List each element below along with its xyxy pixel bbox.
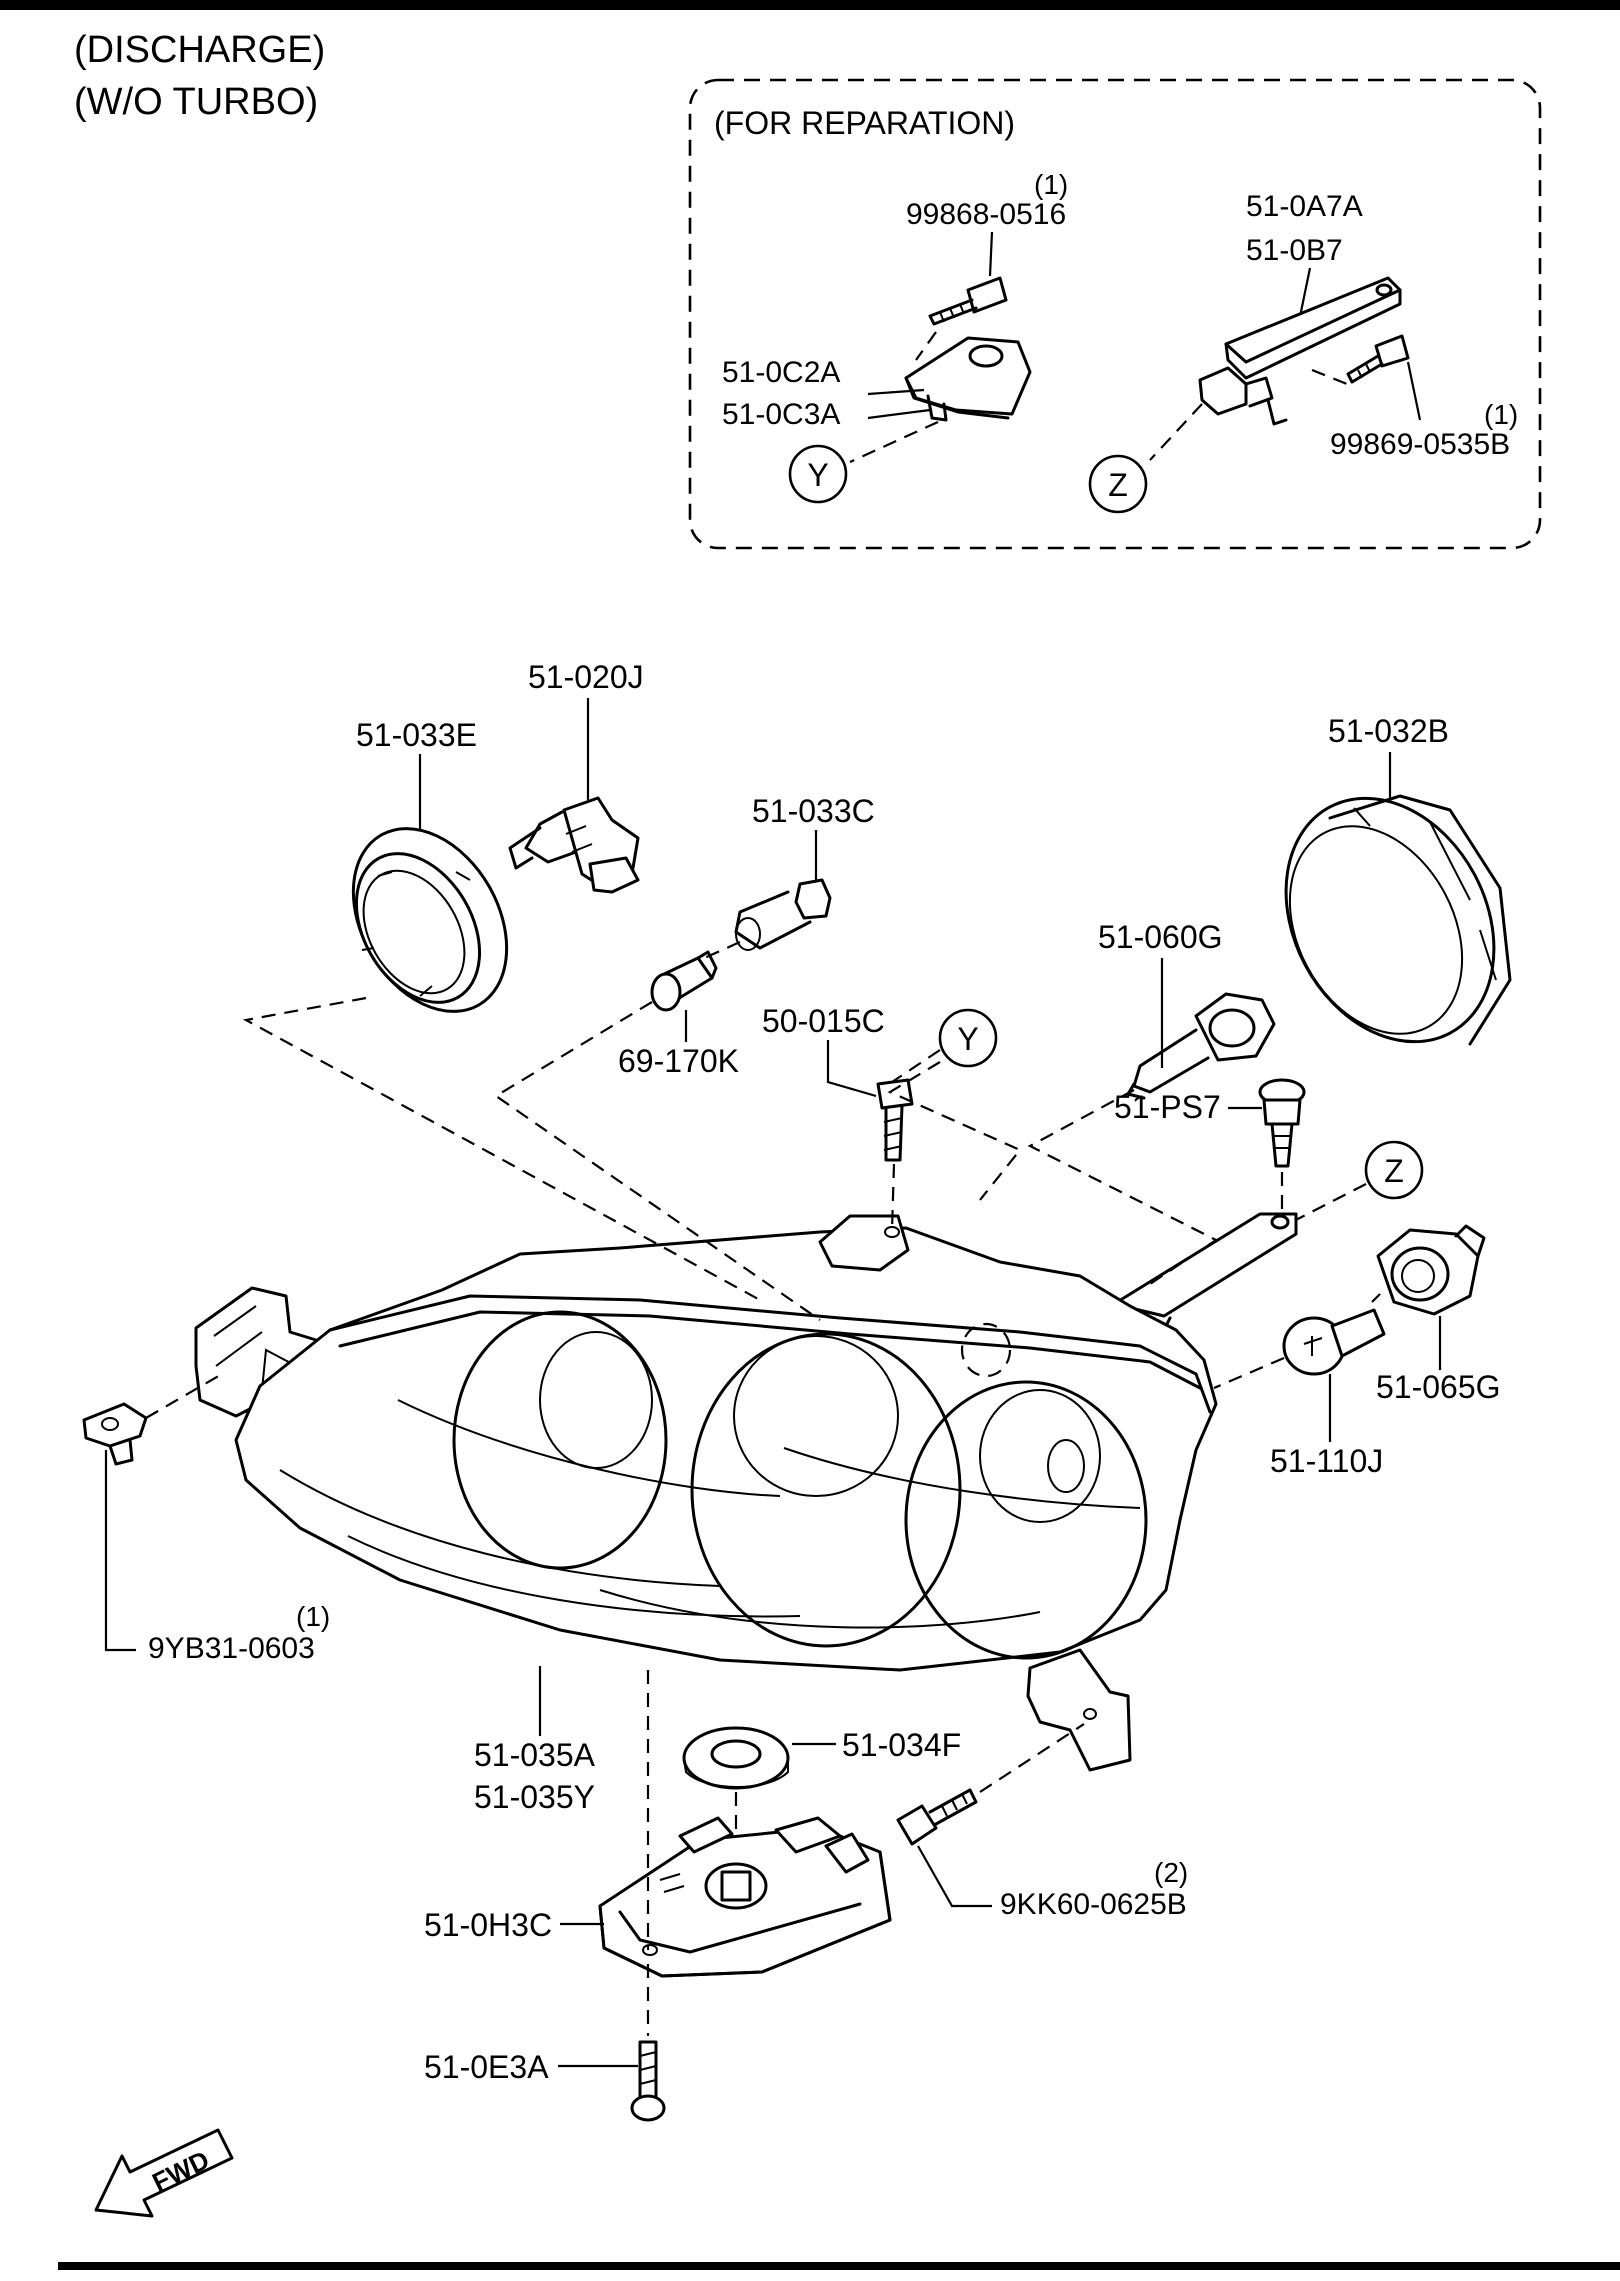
socket-51-033C	[734, 878, 832, 951]
inset-qty-99868: (1)	[1034, 169, 1068, 200]
dash-033C-to-69-170K	[699, 940, 741, 962]
bracket-51-0A7A	[1198, 276, 1402, 426]
inset-frame	[688, 78, 1542, 550]
label-51-034F: 51-034F	[842, 1727, 961, 1763]
leader-0C2A	[867, 388, 925, 396]
leader-0C3A	[867, 408, 931, 420]
label-69-170K: 69-170K	[618, 1043, 739, 1079]
dash-z-to-bracket	[1291, 1183, 1367, 1223]
headlamp-housing-51-035A	[194, 1214, 1218, 1772]
inset-ref-y: Y	[788, 444, 848, 504]
header-discharge: (DISCHARGE)	[74, 29, 325, 71]
label-51-033C: 51-033C	[752, 793, 875, 829]
top-rule	[0, 0, 1620, 10]
dash-screw-to-mount	[979, 1723, 1085, 1793]
qty-9KK60: (2)	[1154, 1857, 1188, 1888]
ring-51-033E	[351, 827, 509, 1013]
label-51-032B: 51-032B	[1328, 713, 1449, 749]
bulb-51-060G	[1126, 992, 1276, 1100]
bracket-51-0C2A	[904, 336, 1032, 422]
leader-99868	[988, 231, 994, 277]
inset-label-99868-0516: 99868-0516	[906, 198, 1066, 231]
screw-51-0E3A	[630, 2040, 666, 2122]
label-51-PS7: 51-PS7	[1114, 1089, 1221, 1125]
washer-51-034F	[682, 1726, 790, 1790]
label-9KK60-0625B: 9KK60-0625B	[1000, 1888, 1187, 1921]
dash-69-170K-to-lamp	[493, 1001, 821, 1321]
dash-bracket-to-y	[849, 420, 939, 464]
socket-51-065G	[1376, 1224, 1486, 1316]
dash-99868-to-bracket	[915, 331, 937, 361]
label-51-035Y: 51-035Y	[474, 1779, 595, 1815]
fwd-arrow-icon: FWD	[94, 2128, 234, 2218]
inset-for-reparation: (FOR REPARATION) (1) 99868-0516 51-0C2A …	[688, 78, 1542, 550]
inset-label-51-0C2A: 51-0C2A	[722, 356, 840, 389]
clip-9YB31-0603	[82, 1402, 148, 1466]
screw-9KK60-0625B	[896, 1788, 978, 1846]
dash-bolt-to-pad	[890, 1163, 896, 1231]
inset-label-99869-0535B: 99869-0535B	[1330, 428, 1510, 461]
label-51-0H3C: 51-0H3C	[424, 1907, 552, 1943]
main-ref-y-text: Y	[957, 1021, 978, 1057]
inset-ref-z: Z	[1088, 454, 1148, 514]
dash-y-path	[887, 1061, 1022, 1201]
label-51-065G: 51-065G	[1376, 1369, 1501, 1405]
label-51-060G: 51-060G	[1098, 919, 1223, 955]
label-50-015C: 50-015C	[762, 1003, 885, 1039]
leader-9YB31	[104, 1450, 136, 1652]
inset-qty-99869: (1)	[1484, 399, 1518, 430]
inset-ref-y-text: Y	[807, 457, 828, 493]
leader-99869	[1406, 361, 1422, 421]
screw-99869-0535B	[1346, 334, 1410, 384]
dash-y-to-bolt	[891, 1049, 941, 1083]
dash-0A7A-to-z	[1149, 403, 1203, 461]
label-51-110J: 51-110J	[1270, 1443, 1383, 1479]
dash-0A7A-to-screw	[1311, 368, 1353, 388]
screw-99868-0516	[928, 276, 1008, 326]
label-51-0E3A: 51-0E3A	[424, 2049, 549, 2085]
inset-label-51-0C3A: 51-0C3A	[722, 398, 840, 431]
dash-060G-to-lamp	[1027, 1089, 1219, 1285]
lens-dash-marker	[960, 1322, 1012, 1378]
label-9YB31-0603: 9YB31-0603	[148, 1632, 315, 1665]
inset-label-51-0A7A: 51-0A7A	[1246, 190, 1363, 223]
leader-50-015C	[826, 1040, 877, 1098]
main-ref-y: Y	[938, 1008, 998, 1068]
inset-title: (FOR REPARATION)	[714, 105, 1015, 141]
dash-clip-to-tab	[145, 1373, 223, 1419]
dash-socket-pair	[1371, 1293, 1381, 1303]
qty-9YB31: (1)	[296, 1601, 330, 1632]
label-51-035A: 51-035A	[474, 1737, 596, 1773]
bulb-51-020J	[508, 796, 640, 894]
ring-51-032B	[1284, 794, 1512, 1046]
dash-110J-to-lamp	[1213, 1356, 1285, 1390]
bulb-69-170K	[650, 950, 718, 1012]
bulb-51-110J	[1282, 1308, 1386, 1376]
inset-label-51-0B7: 51-0B7	[1246, 234, 1343, 267]
label-51-020J: 51-020J	[528, 659, 644, 695]
ballast-51-0H3C	[598, 1816, 892, 1978]
dash-ring-033E-to-lamp	[242, 996, 761, 1301]
label-51-033E: 51-033E	[356, 717, 477, 753]
inset-ref-z-text: Z	[1108, 467, 1128, 503]
clip-51-PS7	[1258, 1078, 1306, 1168]
bottom-rule	[58, 2262, 1620, 2270]
bolt-50-015C	[876, 1078, 914, 1162]
main-ref-z: Z	[1364, 1140, 1424, 1200]
header-wo-turbo: (W/O TURBO)	[74, 81, 318, 123]
leader-9KK60	[917, 1845, 992, 1908]
main-ref-z-text: Z	[1384, 1153, 1404, 1189]
